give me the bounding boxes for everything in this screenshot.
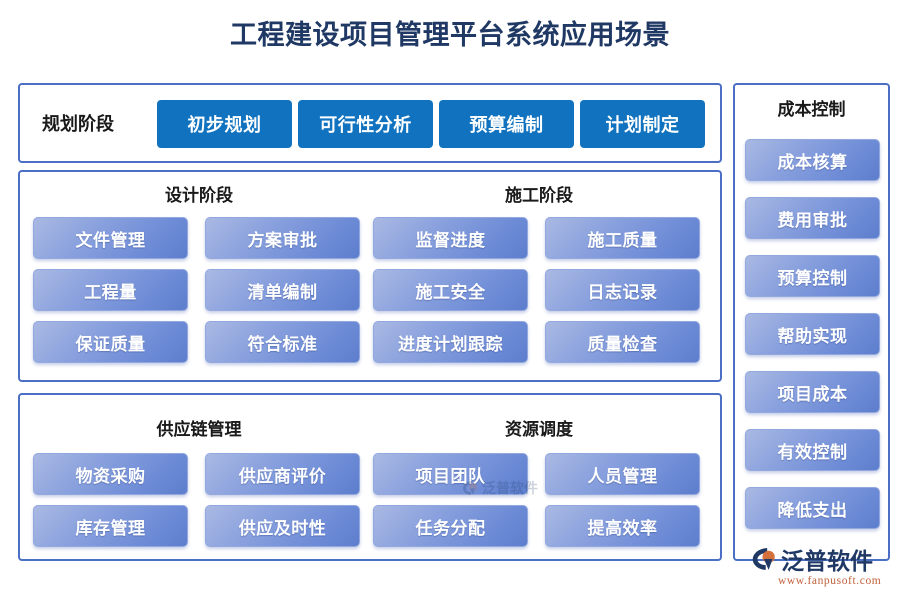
cost-control-panel: 成本控制 成本核算 费用审批 预算控制 帮助实现 项目成本 有效控制 降低支出 — [733, 83, 890, 561]
resource-button-supply-0-0[interactable]: 物资采购 — [33, 453, 188, 495]
stage-button-design-0-1[interactable]: 方案审批 — [205, 217, 360, 259]
planning-panel: 规划阶段 初步规划 可行性分析 预算编制 计划制定 — [18, 83, 722, 163]
section-heading-resource-scheduling: 资源调度 — [505, 420, 573, 439]
section-heading-supply-chain: 供应链管理 — [156, 420, 242, 439]
stage-button-design-1-1[interactable]: 清单编制 — [205, 269, 360, 311]
sidebar-item-0[interactable]: 成本核算 — [745, 139, 880, 181]
stage-button-construction-2-1[interactable]: 质量检查 — [545, 321, 700, 363]
brand-url: www.fanpusoft.com — [778, 575, 882, 587]
resource-button-scheduling-1-0[interactable]: 任务分配 — [373, 505, 528, 547]
sidebar-item-2[interactable]: 预算控制 — [745, 255, 880, 297]
stage-button-design-2-1[interactable]: 符合标准 — [205, 321, 360, 363]
stage-button-construction-0-0[interactable]: 监督进度 — [373, 217, 528, 259]
planning-button-0[interactable]: 初步规划 — [157, 100, 292, 148]
brand-logo: 泛普软件 www.fanpusoft.com — [752, 544, 892, 592]
resource-button-scheduling-0-0[interactable]: 项目团队 — [373, 453, 528, 495]
sidebar-item-6[interactable]: 降低支出 — [745, 487, 880, 529]
fanpu-logo-icon — [752, 548, 775, 570]
section-heading-construction: 施工阶段 — [505, 186, 573, 205]
planning-button-1[interactable]: 可行性分析 — [298, 100, 433, 148]
stage-button-construction-2-0[interactable]: 进度计划跟踪 — [373, 321, 528, 363]
resource-button-scheduling-1-1[interactable]: 提高效率 — [545, 505, 700, 547]
planning-button-3[interactable]: 计划制定 — [580, 100, 705, 148]
brand-name: 泛普软件 — [781, 548, 873, 574]
sidebar-item-3[interactable]: 帮助实现 — [745, 313, 880, 355]
sidebar-heading: 成本控制 — [777, 100, 846, 119]
sidebar-item-5[interactable]: 有效控制 — [745, 429, 880, 471]
stage-button-design-2-0[interactable]: 保证质量 — [33, 321, 188, 363]
resource-panel: 供应链管理 资源调度 物资采购 供应商评价 库存管理 供应及时性 项目团队 人员… — [18, 393, 722, 561]
section-heading-design: 设计阶段 — [165, 186, 233, 205]
resource-button-scheduling-0-1[interactable]: 人员管理 — [545, 453, 700, 495]
stage-button-construction-0-1[interactable]: 施工质量 — [545, 217, 700, 259]
resource-button-supply-1-0[interactable]: 库存管理 — [33, 505, 188, 547]
page-title: 工程建设项目管理平台系统应用场景 — [230, 20, 670, 50]
stage-button-construction-1-0[interactable]: 施工安全 — [373, 269, 528, 311]
sidebar-item-1[interactable]: 费用审批 — [745, 197, 880, 239]
stage-button-design-0-0[interactable]: 文件管理 — [33, 217, 188, 259]
planning-stage-label: 规划阶段 — [42, 114, 114, 134]
planning-button-2[interactable]: 预算编制 — [439, 100, 574, 148]
resource-button-supply-1-1[interactable]: 供应及时性 — [205, 505, 360, 547]
stage-panel: 设计阶段 施工阶段 文件管理 方案审批 工程量 清单编制 保证质量 符合标准 监… — [18, 170, 722, 382]
resource-button-supply-0-1[interactable]: 供应商评价 — [205, 453, 360, 495]
sidebar-item-4[interactable]: 项目成本 — [745, 371, 880, 413]
stage-button-design-1-0[interactable]: 工程量 — [33, 269, 188, 311]
stage-button-construction-1-1[interactable]: 日志记录 — [545, 269, 700, 311]
